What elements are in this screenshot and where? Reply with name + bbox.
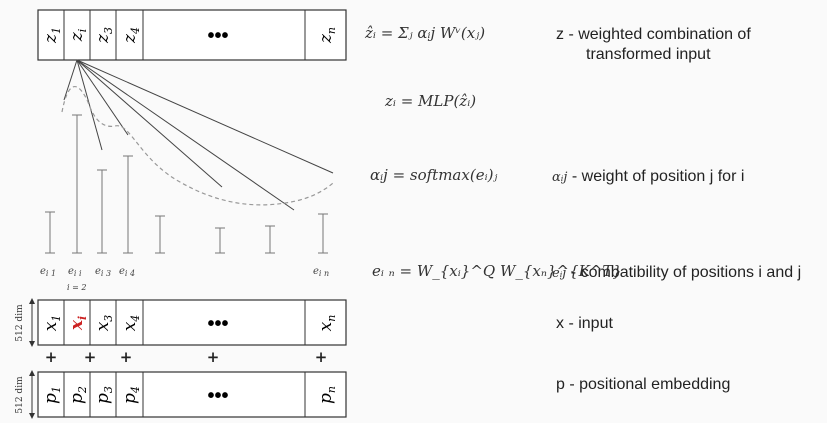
- equation-alpha: αᵢj = softmax(eᵢ)ⱼ: [370, 166, 498, 184]
- x-cell-1: x1: [41, 315, 63, 332]
- e-bar-i: [72, 114, 82, 254]
- p-cell-4: p4: [120, 386, 142, 404]
- svg-text:pn: pn: [316, 386, 338, 404]
- x-cell-3: x3: [93, 315, 115, 332]
- plus-sign: +: [45, 348, 58, 366]
- x-row-box: [37, 299, 347, 346]
- e-label-3: ei 3: [95, 266, 111, 278]
- e-bar-7: [265, 225, 275, 254]
- x-row-ellipsis: •••: [207, 313, 228, 335]
- z-cell-3: z3: [93, 27, 115, 44]
- equation-e-in: eᵢ ₙ = W_{xᵢ}^Q W_{xₙ}^{K^T}: [372, 262, 622, 280]
- e-description: - combatibility of positions i and j: [566, 264, 802, 281]
- p-cell-1: p1: [41, 386, 63, 404]
- svg-text:p4: p4: [120, 386, 142, 404]
- plus-sign: +: [120, 348, 133, 366]
- desc-x: x - input: [556, 315, 613, 332]
- e-label-i: ei i: [68, 266, 82, 278]
- desc-p: p - positional embedding: [556, 376, 731, 393]
- x-cell-n: xn: [316, 315, 338, 332]
- i-equals-label: i = 2: [67, 283, 86, 292]
- desc-alpha: αᵢj - weight of position j for i: [552, 168, 744, 186]
- e-label-n: ei n: [313, 266, 329, 278]
- z-row: z1 zi z3 z4 ••• zn: [37, 9, 347, 61]
- svg-text:p2: p2: [67, 386, 89, 404]
- plus-sign: +: [315, 348, 328, 366]
- z-cell-4: z4: [120, 27, 142, 44]
- e-labels: ei 1 ei i ei 3 ei 4 ei n i = 2: [40, 266, 329, 292]
- desc-e: eᵢj - combatibility of positions i and j: [552, 264, 801, 282]
- desc-z-line2: transformed input: [586, 46, 711, 63]
- p-cell-3: p3: [93, 386, 115, 404]
- compatibility-bars: [45, 114, 328, 254]
- alpha-description: - weight of position j for i: [567, 168, 745, 185]
- svg-text:z4: z4: [120, 27, 142, 44]
- e-symbol: eᵢj: [552, 266, 567, 281]
- svg-text:xn: xn: [316, 315, 338, 332]
- p-row-box: [37, 371, 347, 418]
- z-cell-n: zn: [316, 27, 338, 44]
- plus-signs: + + + + +: [45, 348, 328, 366]
- z-cell-1: z1: [41, 27, 63, 44]
- svg-text:z3: z3: [93, 27, 115, 44]
- plus-sign: +: [207, 348, 220, 366]
- p-cell-n: pn: [316, 386, 338, 404]
- p-row-ellipsis: •••: [207, 385, 228, 407]
- svg-text:zn: zn: [316, 27, 338, 44]
- svg-text:z1: z1: [41, 27, 63, 44]
- equation-z-mlp: zᵢ = MLP(ẑᵢ): [385, 92, 477, 110]
- e-bar-4: [123, 155, 133, 254]
- svg-text:zi: zi: [67, 29, 89, 43]
- p-dim-label: 512 dim: [15, 376, 25, 414]
- svg-text:x3: x3: [93, 315, 115, 332]
- equation-z-hat: ẑᵢ = Σⱼ αᵢj Wᵛ(xⱼ): [365, 24, 486, 42]
- p-row: 512 dim p1 p2 p3 p4 ••• pn: [15, 370, 347, 419]
- x-row: 512 dim x1 xi x3 x4 ••• xn: [15, 298, 347, 347]
- plus-sign: +: [84, 348, 97, 366]
- svg-text:p3: p3: [93, 386, 115, 404]
- attention-lines: [63, 59, 334, 211]
- svg-text:p1: p1: [41, 386, 63, 404]
- svg-text:x1: x1: [41, 315, 63, 332]
- e-label-4: ei 4: [119, 266, 135, 278]
- z-cell-i: zi: [67, 29, 89, 43]
- x-cell-4: x4: [120, 315, 142, 332]
- x-dim-label: 512 dim: [15, 304, 25, 342]
- z-row-box: [37, 9, 347, 61]
- p-cell-2: p2: [67, 386, 89, 404]
- e-label-1: ei 1: [40, 266, 56, 278]
- e-bar-n: [318, 213, 328, 254]
- e-bar-5: [155, 215, 165, 254]
- softmax-curve: [61, 86, 335, 206]
- e-bar-1: [45, 211, 55, 254]
- e-bar-6: [215, 227, 225, 254]
- e-bar-3: [97, 169, 107, 254]
- svg-text:xi: xi: [67, 316, 89, 331]
- alpha-symbol: αᵢj: [552, 170, 568, 185]
- svg-text:x4: x4: [120, 315, 142, 332]
- desc-z-line1: z - weighted combination of: [556, 26, 751, 43]
- z-row-ellipsis: •••: [207, 25, 228, 47]
- x-cell-i-highlighted: xi: [67, 316, 89, 331]
